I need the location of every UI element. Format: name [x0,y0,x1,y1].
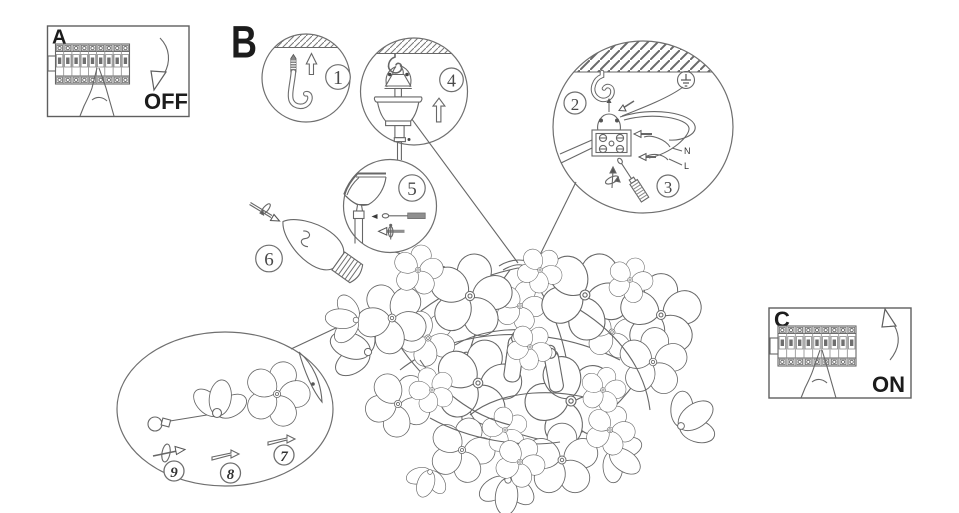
svg-text:4: 4 [447,70,456,90]
svg-text:A: A [52,27,66,49]
svg-text:5: 5 [407,179,417,200]
svg-text:8: 8 [227,467,235,483]
svg-text:7: 7 [280,449,288,465]
svg-text:OFF: OFF [144,89,188,114]
svg-text:1: 1 [333,67,343,89]
svg-text:ON: ON [872,372,905,397]
svg-text:N: N [684,146,691,156]
svg-text:L: L [684,161,689,171]
svg-text:3: 3 [664,178,673,197]
svg-text:B: B [231,17,257,68]
svg-text:2: 2 [571,95,580,114]
svg-text:9: 9 [170,465,178,481]
svg-text:6: 6 [264,250,274,271]
